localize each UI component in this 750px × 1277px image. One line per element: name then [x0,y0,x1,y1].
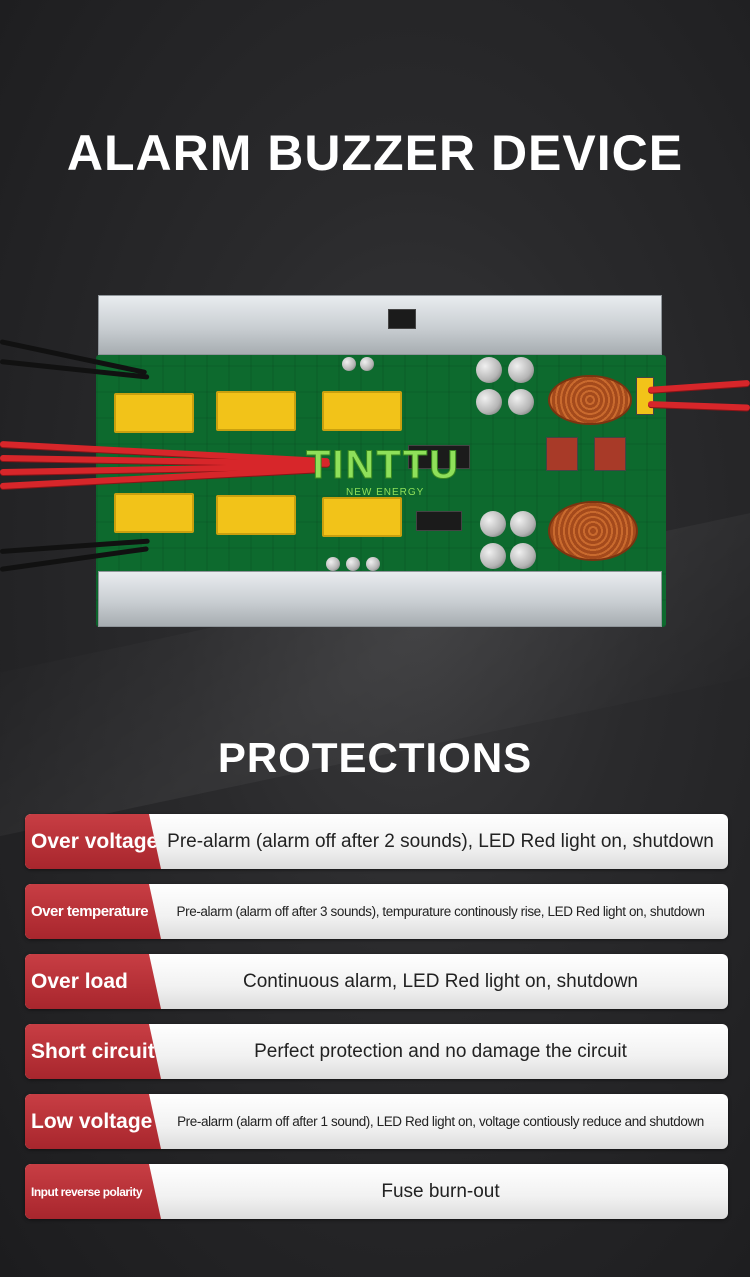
protection-row: Input reverse polarity Fuse burn-out [25,1164,728,1219]
capacitor [510,543,536,569]
protection-description: Continuous alarm, LED Red light on, shut… [242,970,638,992]
capacitor-box [546,437,578,471]
protection-description: Pre-alarm (alarm off after 2 sounds), LE… [167,830,714,852]
protection-label: Over load [25,954,161,1009]
section-title: PROTECTIONS [217,734,533,781]
buzzer-module [388,309,416,329]
protection-row: Over temperature Pre-alarm (alarm off af… [25,884,728,939]
capacitor [480,511,506,537]
transformer [216,495,296,535]
capacitor [342,357,356,371]
page-title: ALARM BUZZER DEVICE [66,125,684,181]
protection-row: Short circuit Perfect protection and no … [25,1024,728,1079]
ic-chip [408,445,470,469]
protection-label: Low voltage [25,1094,161,1149]
protection-label: Input reverse polarity [25,1164,161,1219]
capacitor [346,557,360,571]
transformer [322,497,402,537]
protection-label: Over temperature [25,884,161,939]
transformer [322,391,402,431]
bottom-heatsink [98,571,662,627]
transformer [216,391,296,431]
protection-row: Low voltage Pre-alarm (alarm off after 1… [25,1094,728,1149]
protection-description: Pre-alarm (alarm off after 1 sound), LED… [177,1114,704,1129]
protection-description: Fuse burn-out [381,1180,500,1202]
capacitor [366,557,380,571]
protection-label: Short circuit [25,1024,161,1079]
brand-logo-subtitle: NEW ENERGY [346,487,425,498]
protection-label: Over voltage [25,814,161,869]
protection-row: Over load Continuous alarm, LED Red ligh… [25,954,728,1009]
protection-list: Over voltage Pre-alarm (alarm off after … [25,814,728,1234]
top-heatsink [98,295,662,355]
capacitor-box [594,437,626,471]
pcb-product-image: TINTTU NEW ENERGY [0,295,750,633]
toroid-coil [548,501,638,561]
capacitor [476,389,502,415]
ic-chip [416,511,462,531]
capacitor [326,557,340,571]
terminal-block [636,377,654,415]
brand-logo: TINTTU [305,443,461,488]
capacitor [510,511,536,537]
protection-description: Perfect protection and no damage the cir… [254,1040,627,1062]
capacitor [508,357,534,383]
capacitor [360,357,374,371]
protection-row: Over voltage Pre-alarm (alarm off after … [25,814,728,869]
capacitor [476,357,502,383]
protection-description: Pre-alarm (alarm off after 3 sounds), te… [176,904,705,919]
capacitor [508,389,534,415]
capacitor [480,543,506,569]
toroid-coil [548,375,632,425]
transformer [114,393,194,433]
transformer [114,493,194,533]
